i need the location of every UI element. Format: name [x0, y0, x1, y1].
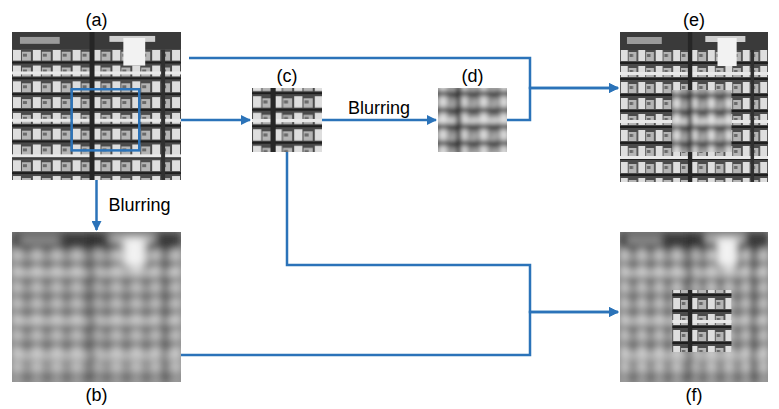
image-panel: (d) [438, 88, 507, 152]
edge-label: Blurring [346, 98, 412, 118]
panel-label: (d) [462, 66, 484, 86]
panel-label: (e) [683, 10, 705, 30]
image-panel: (e) [620, 32, 768, 182]
image-panel: (c) [252, 88, 322, 152]
flow-arrow [181, 119, 250, 122]
panel-label: (b) [86, 385, 108, 405]
image-panel: (a) [12, 32, 181, 180]
flow-arrow [189, 58, 618, 88]
flow-arrow [322, 119, 436, 122]
panel-label: (f) [686, 385, 703, 405]
flow-arrow [181, 312, 618, 355]
edge-label: Blurring [107, 195, 173, 215]
image-panel: (b) [12, 232, 181, 382]
flow-arrow [95, 180, 98, 230]
flow-arrow [287, 152, 618, 312]
image-panel: (f) [620, 232, 768, 382]
panel-label: (a) [86, 10, 108, 30]
panel-label: (c) [277, 66, 298, 86]
flow-arrow [507, 88, 618, 120]
